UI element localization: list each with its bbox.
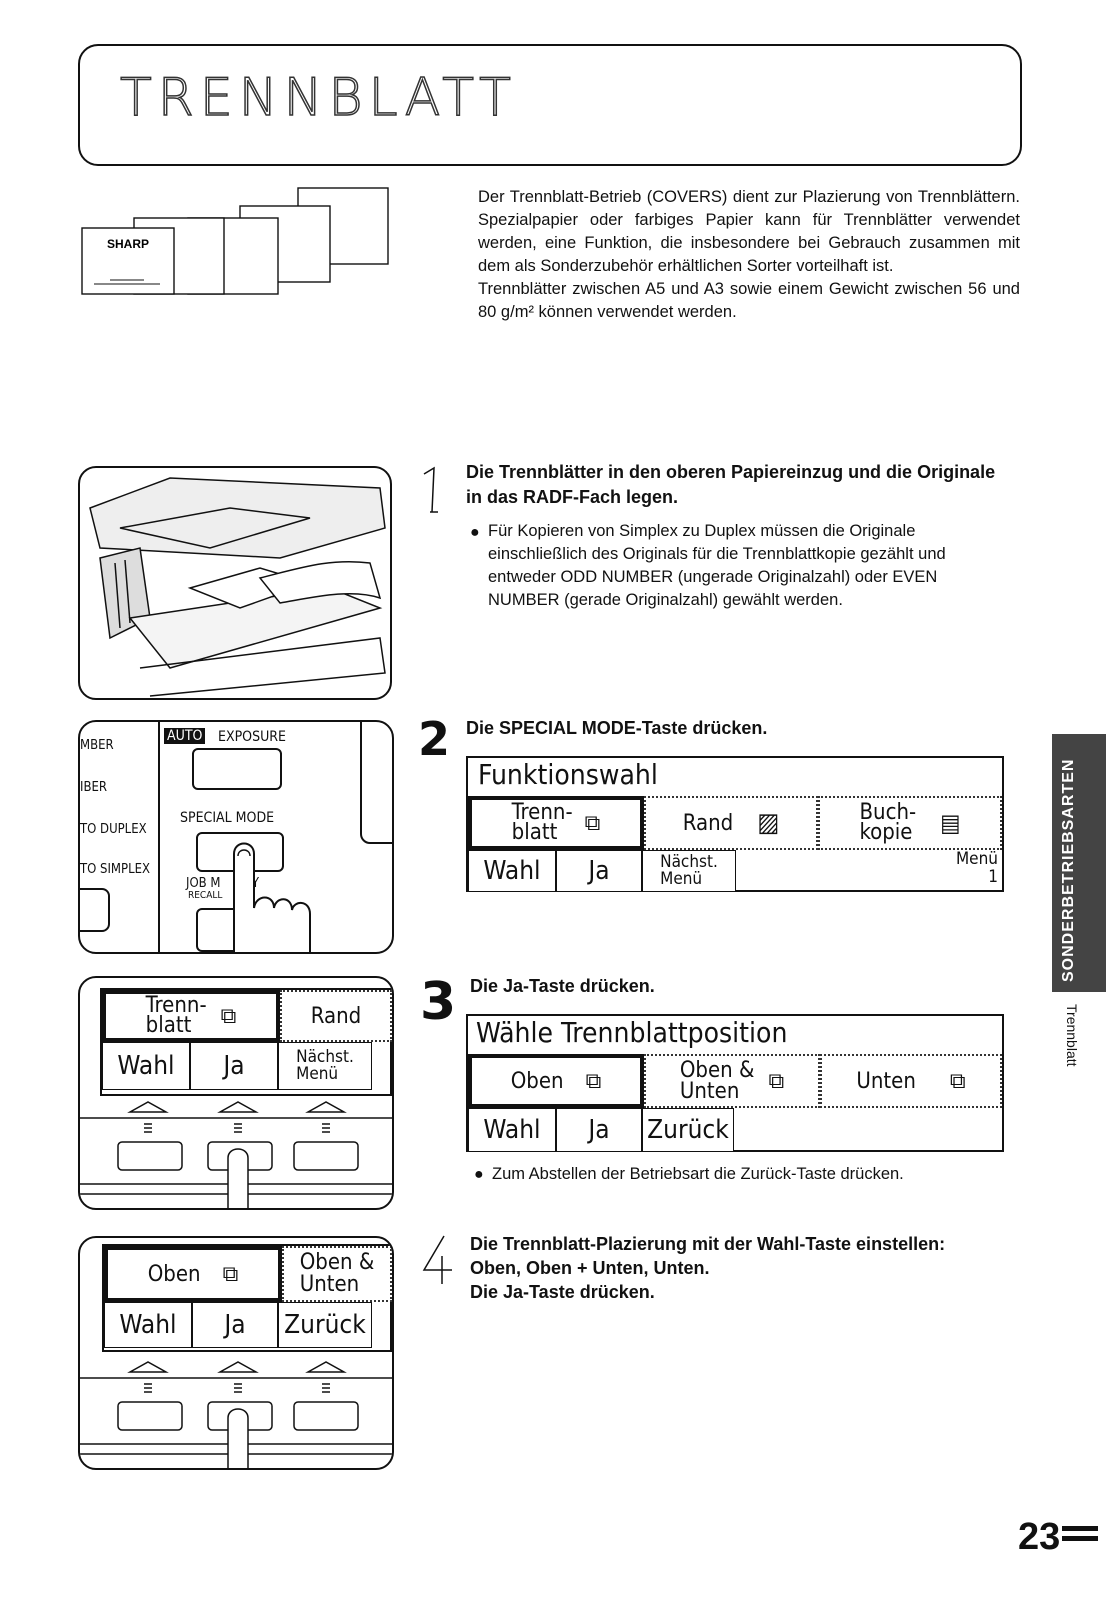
bullet-icon: ● [474, 1166, 484, 1183]
option-label: Unten [856, 1068, 916, 1094]
option-label: Trenn- blatt [145, 993, 207, 1038]
panel-button[interactable] [80, 888, 110, 932]
step-4-confirm: Die Ja-Taste drücken. [470, 1282, 655, 1302]
intro-text: Der Trennblatt-Betrieb (COVERS) dient zu… [478, 186, 1020, 324]
lcd-title: Funktionswahl [478, 758, 658, 791]
panel-ja-button[interactable]: Ja [190, 1042, 278, 1090]
panel-wahl-button[interactable]: Wahl [102, 1042, 190, 1090]
section-label: Trennblatt [1064, 1004, 1080, 1067]
step-2-numeral: 2 [418, 712, 451, 766]
intro-paragraph: Der Trennblatt-Betrieb (COVERS) dient zu… [478, 188, 1020, 275]
exposure-label: EXPOSURE [218, 729, 287, 745]
step-3-bullet: Zum Abstellen der Betriebsart die Zurück… [492, 1165, 904, 1183]
option-label: Oben & Unten [679, 1058, 755, 1104]
lcd-zurueck-button[interactable]: Zurück [642, 1108, 734, 1152]
stacked-sheets-icon: ⧉ [220, 1003, 237, 1029]
control-panel-step-3: Trenn- blatt ⧉ Rand Wahl Ja Nächst. Menü [78, 976, 394, 1210]
lcd-ja-button[interactable]: Ja [556, 850, 642, 892]
intro-paragraph-paper: Trennblätter zwischen A5 und A3 sowie ei… [478, 280, 1020, 321]
lcd-ja-button[interactable]: Ja [556, 1108, 642, 1152]
stacked-sheets-icon: ⧉ [222, 1261, 239, 1287]
panel-option-oben[interactable]: Oben ⧉ [104, 1246, 282, 1302]
control-panel-special-mode: MBER IBER TO DUPLEX TO SIMPLEX AUTO EXPO… [78, 720, 394, 954]
control-panel-step-4: Oben ⧉ Oben & Unten Wahl Ja Zurück [78, 1236, 394, 1470]
lcd-option-buchkopie[interactable]: Buch- kopie ▤ [818, 796, 1002, 850]
section-tab: SONDERBETRIEBSARTEN [1052, 734, 1106, 992]
panel-keys-illustration [80, 1361, 392, 1468]
svg-text:SHARP: SHARP [107, 237, 149, 251]
title-box: TRENNBLATT [78, 44, 1022, 166]
lcd-option-oben[interactable]: Oben ⧉ [468, 1054, 644, 1108]
lcd-option-rand[interactable]: Rand ▨ [644, 796, 818, 850]
panel-option-rand[interactable]: Rand [280, 990, 392, 1042]
lcd-option-oben-unten[interactable]: Oben & Unten ⧉ [644, 1054, 820, 1108]
book-copy-icon: ▤ [940, 809, 961, 837]
covers-illustration: SHARP [81, 187, 389, 295]
option-label: Buch- kopie [859, 800, 917, 845]
finger-press-icon [233, 842, 311, 952]
panel-zurueck-button[interactable]: Zurück [278, 1302, 372, 1348]
option-label: Oben [147, 1261, 201, 1287]
step-3-numeral: 3 [420, 972, 457, 1032]
step-1-numeral [423, 466, 438, 513]
lcd-wahl-button[interactable]: Wahl [468, 1108, 556, 1152]
panel-option-oben-unten[interactable]: Oben & Unten [282, 1246, 392, 1302]
panel-label: IBER [80, 780, 107, 795]
panel-label: TO DUPLEX [80, 822, 147, 837]
step-1-heading: Die Trennblätter in den oberen Papierein… [466, 462, 996, 507]
panel-keys-illustration [80, 1101, 392, 1208]
page-number-bar [1062, 1536, 1098, 1541]
stacked-sheets-icon: ⧉ [585, 1068, 602, 1094]
step-4-options: Oben, Oben + Unten, Unten. [470, 1258, 710, 1278]
margin-shift-icon: ▨ [757, 808, 780, 838]
lcd-trennblattposition: Wähle Trennblattposition Oben ⧉ Oben & U… [466, 1014, 1004, 1152]
option-label: Trenn- blatt [511, 800, 573, 845]
panel-label: MBER [80, 738, 114, 753]
option-label: Oben [510, 1068, 564, 1094]
exposure-button[interactable] [192, 748, 282, 790]
lcd-menu-indicator: Menü 1 [955, 849, 998, 887]
radf-illustration [78, 466, 392, 700]
step-4-heading: Die Trennblatt-Plazierung mit der Wahl-T… [470, 1234, 946, 1254]
panel-wahl-button[interactable]: Wahl [104, 1302, 192, 1348]
panel-label: TO SIMPLEX [80, 862, 150, 877]
section-tab-label: SONDERBETRIEBSARTEN [1060, 758, 1077, 982]
panel-naechst-button[interactable]: Nächst. Menü [278, 1042, 372, 1090]
bullet-icon: ● [470, 524, 480, 541]
page-number: 23 [1018, 1516, 1061, 1558]
stacked-sheets-icon: ⧉ [584, 810, 601, 836]
auto-badge: AUTO [164, 728, 206, 744]
step-3-heading: Die Ja-Taste drücken. [470, 976, 655, 996]
panel-option-trennblatt[interactable]: Trenn- blatt ⧉ [102, 990, 280, 1042]
special-mode-label: SPECIAL MODE [180, 810, 275, 826]
lcd-option-trennblatt[interactable]: Trenn- blatt ⧉ [468, 796, 644, 850]
lcd-option-unten[interactable]: Unten ⧉ [820, 1054, 1002, 1108]
lcd-wahl-button[interactable]: Wahl [468, 850, 556, 892]
page-title: TRENNBLATT [119, 67, 517, 129]
lcd-funktionswahl: Funktionswahl Trenn- blatt ⧉ Rand ▨ Buch… [466, 756, 1004, 892]
option-label: Rand [682, 810, 734, 836]
recall-label: RECALL [188, 890, 223, 901]
lcd-title: Wähle Trennblattposition [476, 1016, 788, 1049]
panel-edge [360, 722, 392, 844]
lcd-naechst-menu-button[interactable]: Nächst. Menü [642, 850, 736, 892]
stacked-sheets-icon: ⧉ [949, 1068, 966, 1094]
stacked-sheets-icon: ⧉ [768, 1068, 785, 1094]
page-number-bar [1062, 1526, 1098, 1531]
step-4-numeral [422, 1235, 452, 1284]
step-2-heading: Die SPECIAL MODE-Taste drücken. [466, 718, 768, 738]
panel-ja-button[interactable]: Ja [192, 1302, 278, 1348]
step-1-bullet: Für Kopieren von Simplex zu Duplex müsse… [488, 522, 946, 609]
